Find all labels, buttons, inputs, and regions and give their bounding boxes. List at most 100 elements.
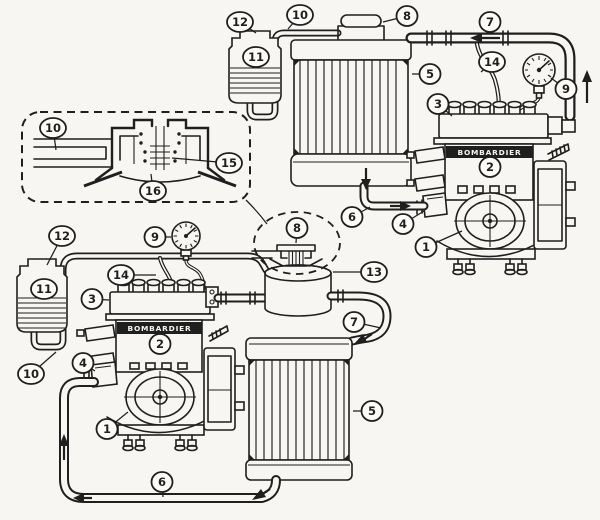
cylinder-head [109,291,211,315]
expansion-tank [264,264,332,317]
radiator-bottom [245,337,353,481]
radiator-neck [337,25,385,41]
radiator-feed-hose-bottom [326,289,392,346]
callout-2: 2 [478,156,502,178]
gauge-needle [185,227,196,237]
flow-arrows-top [361,33,592,211]
callout-16: 16 [139,173,167,202]
svg-text:12: 12 [54,229,70,243]
svg-text:6: 6 [158,475,166,489]
screw-detail [208,325,229,342]
svg-text:7: 7 [486,15,494,29]
callout-11: 11 [30,278,58,300]
svg-text:12: 12 [232,15,248,29]
svg-text:10: 10 [292,8,308,22]
callout-15: 15 [171,152,243,174]
outlet-pipe-top [405,30,576,122]
callout-8: 8 [285,217,309,244]
callout-9: 9 [143,226,171,248]
cap-cross-section [251,244,323,267]
callout-9: 9 [550,77,578,100]
callout-4: 4 [391,210,425,235]
svg-text:11: 11 [248,50,264,64]
intake-port [414,146,446,164]
svg-text:3: 3 [434,97,442,111]
reservoir-stripes [230,67,280,94]
head-outlet-fitting [547,116,563,135]
engine-top: BOMBARDIER [406,100,576,276]
callout-6: 6 [150,471,174,498]
callout-14: 14 [478,51,506,73]
engine-bottom: BOMBARDIER [76,278,245,452]
return-hose-top [359,181,429,211]
svg-text:15: 15 [221,156,237,170]
callout-10: 10 [39,117,67,151]
fan-housing [203,347,236,431]
brand-band [446,146,533,158]
callout-5: 5 [353,400,384,422]
radiator-fins [255,360,345,460]
svg-text:8: 8 [293,221,301,235]
svg-text:6: 6 [348,210,356,224]
svg-text:13: 13 [366,265,382,279]
callout-7: 7 [478,11,502,33]
callout-3: 3 [80,288,110,310]
svg-text:4: 4 [399,217,407,231]
radiator-core [293,59,409,155]
callout-12: 12 [46,225,76,266]
radiator-core [248,359,350,461]
svg-text:1: 1 [422,240,430,254]
svg-text:8: 8 [403,9,411,23]
intake-port [84,324,116,342]
callout-7: 7 [342,311,382,333]
top-cooling-system: BOMBARDIER [228,14,592,276]
cap-detail-circle [251,211,341,275]
brand-band [117,322,202,334]
svg-text:3: 3 [88,292,96,306]
callout-13: 13 [333,261,388,283]
overflow-hose-top [246,29,342,121]
radiator-top [290,14,412,187]
gauge-ticks [173,223,199,249]
radiator-top-tank [290,39,412,61]
svg-text:2: 2 [486,160,494,174]
reservoir-stripes [18,297,66,329]
radiator-bottom-tank [290,153,412,187]
head-to-tank-pipe [213,291,271,305]
radiator-bottom-tank [245,459,353,481]
svg-text:5: 5 [368,404,376,418]
screw-detail [547,143,570,161]
gauge-ticks [525,56,553,84]
callout-3: 3 [426,93,453,117]
radiator-top-tank [245,337,353,361]
callout-11: 11 [242,46,270,68]
callout-10: 10 [286,4,314,30]
intake-port [414,174,446,192]
callout-14: 14 [107,264,156,286]
engine-brand-label: BOMBARDIER [458,148,522,157]
svg-text:10: 10 [45,121,61,135]
svg-text:10: 10 [23,367,39,381]
svg-text:1: 1 [103,422,111,436]
svg-text:14: 14 [113,268,129,282]
gauge-needle [538,60,550,71]
callout-1: 1 [95,411,129,440]
callout-1: 1 [414,230,463,258]
callout-5: 5 [412,63,442,85]
svg-text:2: 2 [156,337,164,351]
callout-2: 2 [148,333,172,355]
svg-text:5: 5 [426,67,434,81]
callout-12: 12 [226,11,257,34]
svg-text:4: 4 [79,356,87,370]
radiator-cap [340,14,382,28]
callout-8: 8 [382,5,419,27]
cylinder-head [438,113,549,139]
engine-mount [446,248,536,260]
callout-layer: 10 8 12 11 7 9 14 5 3 2 6 4 1 10 15 16 8 12 11 10 9 14 3 2 4 1 13 7… [17,4,578,498]
hose-clamps [426,30,509,46]
inset-leader-line [245,199,268,225]
svg-text:14: 14 [484,55,500,69]
flow-arrows-bottom [59,333,373,503]
callout-10: 10 [17,351,57,385]
bottom-cooling-system: BOMBARDIER [16,221,392,503]
